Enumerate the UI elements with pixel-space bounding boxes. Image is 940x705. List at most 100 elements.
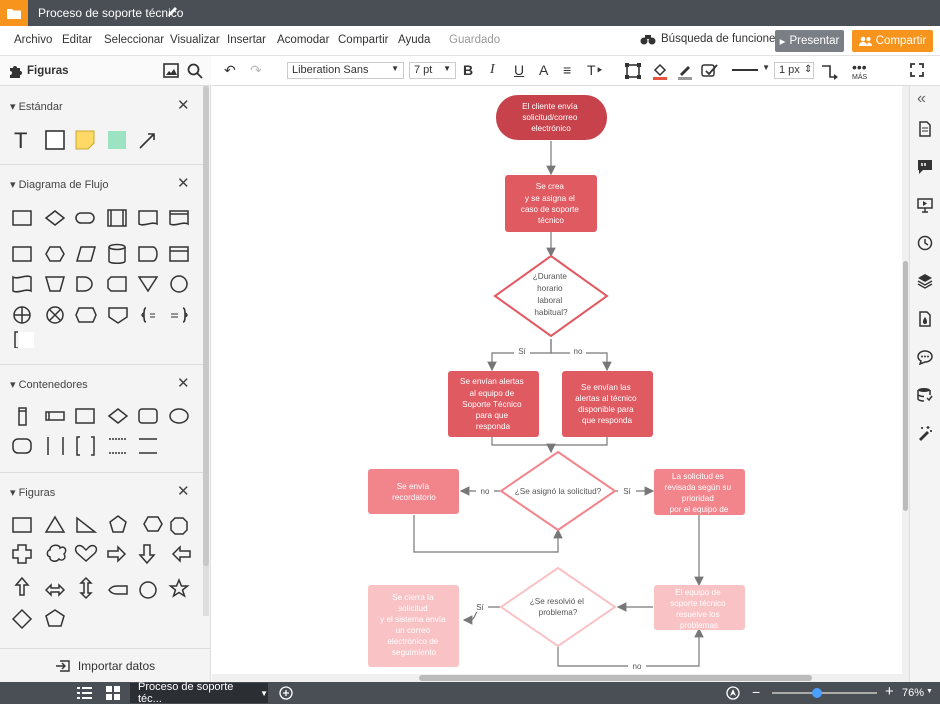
menu-view[interactable]: Visualizar [170,34,220,46]
container-shapes[interactable] [8,406,198,461]
share-button[interactable]: Compartir [852,30,933,52]
assigned-decision[interactable]: ¿Se asignó la solicitud? [499,450,617,532]
business-hours-decision[interactable]: ¿Durante horario laboral habitual? [493,254,609,338]
label-si-1: Sí [518,347,526,356]
title-bar: Proceso de soporte técnico [0,0,940,26]
alert-technician-node[interactable]: Se envían las alertas al técnico disponi… [562,371,653,437]
text-options-icon[interactable]: T‣ [587,62,604,78]
font-size-value: 7 pt [414,64,433,76]
zoom-in-icon[interactable]: + [885,683,894,700]
shapes-panel-scrollbar[interactable] [203,86,209,616]
zoom-value[interactable]: 76% [902,687,925,699]
menu-share[interactable]: Compartir [338,34,389,46]
data-drop-icon[interactable] [917,311,933,327]
section-shapes-title[interactable]: ▾ Figuras [10,487,56,499]
collapse-panel-icon[interactable]: « [917,90,926,107]
standard-shapes[interactable]: T [8,128,188,152]
connector-style-icon[interactable] [821,64,839,80]
reminder-node[interactable]: Se envía recordatorio [368,469,459,514]
feature-search-button[interactable]: Búsqueda de funciones [640,33,781,45]
layers-icon[interactable] [917,273,933,289]
section-containers-close-icon[interactable]: ✕ [177,375,190,392]
history-clock-icon[interactable] [917,235,933,251]
section-standard-close-icon[interactable]: ✕ [177,97,190,114]
comments-quote-icon[interactable] [917,159,933,175]
import-icon [55,659,70,672]
bold-icon[interactable]: B [463,62,474,78]
menu-arrange[interactable]: Acomodar [277,34,330,46]
folder-icon[interactable] [0,0,28,26]
line-style-select[interactable]: ▼ [728,62,772,79]
review-node[interactable]: La solicitud es revisada según su priori… [654,469,745,515]
more-icon[interactable]: ••• [852,59,867,75]
presentation-icon[interactable] [917,197,933,213]
stepper-icon[interactable]: ⇕ [804,64,813,75]
section-standard-title[interactable]: ▾ Estándar [10,101,63,113]
scrollbar-thumb[interactable] [203,86,209,566]
navigate-icon[interactable] [726,686,740,700]
start-text: El cliente envía [522,102,578,111]
menu-edit[interactable]: Editar [62,34,93,46]
undo-icon[interactable]: ↶ [224,62,236,78]
menu-help[interactable]: Ayuda [398,34,431,46]
section-flowchart-close-icon[interactable]: ✕ [177,175,190,192]
font-size-select[interactable]: 7 pt ▼ [409,62,456,79]
diagram-canvas[interactable]: Sí no no Sí Sí no El cliente envía solic… [212,86,909,678]
import-data-button[interactable]: Importar datos [0,648,211,682]
italic-icon[interactable]: I [490,62,495,77]
search-icon[interactable] [187,63,203,79]
canvas-vertical-scrollbar[interactable] [902,86,909,674]
basic-shapes[interactable] [8,514,198,634]
list-view-icon[interactable] [77,687,92,699]
chevron-down-icon[interactable]: ▼ [926,688,933,695]
present-button[interactable]: ▸ Presentar [775,30,844,52]
divider [0,364,203,365]
section-flowchart-title[interactable]: ▾ Diagrama de Flujo [10,179,109,191]
text-color-icon[interactable]: A [539,62,549,78]
edit-title-icon[interactable] [166,5,178,22]
image-icon[interactable] [163,63,179,78]
create-case-node[interactable]: Se crea y se asigna el caso de soporte t… [505,175,597,232]
zoom-slider[interactable] [772,688,877,698]
more-label[interactable]: MÁS [852,74,868,81]
label-no-3: no [633,662,642,671]
canvas-horizontal-scrollbar[interactable] [212,674,909,682]
scrollbar-thumb[interactable] [903,261,908,511]
svg-text:¿Durante horario: ¿Durante horario laboral habitual? [533,272,569,317]
fill-color-icon[interactable] [652,62,668,80]
page-properties-icon[interactable] [917,121,933,137]
scrollbar-thumb[interactable] [419,675,812,681]
magic-wand-icon[interactable] [917,425,933,441]
style-check-icon[interactable] [701,62,719,78]
section-shapes-close-icon[interactable]: ✕ [177,483,190,500]
line-color-icon[interactable] [677,62,693,80]
underline-icon[interactable]: U [514,62,525,78]
start-node[interactable]: El cliente envía solicitud/correo electr… [496,95,607,140]
chat-icon[interactable] [917,349,933,365]
grid-view-icon[interactable] [106,686,120,700]
menu-select[interactable]: Seleccionar [104,34,165,46]
document-title[interactable]: Proceso de soporte técnico [38,6,184,20]
align-icon[interactable]: ≡ [563,62,572,78]
add-page-icon[interactable] [279,686,293,700]
flowchart-diagram[interactable]: Sí no no Sí Sí no El cliente envía solic… [212,86,909,678]
line-width-select[interactable]: 1 px [774,62,814,79]
solve-node[interactable]: El equipo de soporte técnico resuelve lo… [654,585,745,630]
alert-team-node[interactable]: Se envían alertas al equipo de Soporte T… [448,371,539,437]
flowchart-shapes[interactable] [8,206,198,348]
zoom-out-icon[interactable]: − [752,684,761,700]
section-containers-title[interactable]: ▾ Contenedores [10,379,88,391]
shape-border-icon[interactable] [625,63,641,79]
redo-icon[interactable]: ↷ [250,62,262,78]
fullscreen-icon[interactable] [910,63,924,77]
database-icon[interactable] [917,387,933,403]
zoom-slider-knob[interactable] [812,688,822,698]
chevron-down-icon[interactable]: ▼ [260,688,268,698]
menu-insert[interactable]: Insertar [227,34,266,46]
resolved-decision[interactable]: ¿Se resolvió el problema? [499,566,617,648]
font-family-select[interactable]: Liberation Sans ▼ [287,62,404,79]
close-request-node[interactable]: Se cierra la solicitud y el sistema enví… [368,585,459,667]
svg-text:El cliente envía solic: El cliente envía solicitud/correo electr… [522,102,580,133]
menu-file[interactable]: Archivo [14,34,53,46]
page-tab[interactable]: Proceso de soporte téc... ▼ [130,681,268,705]
